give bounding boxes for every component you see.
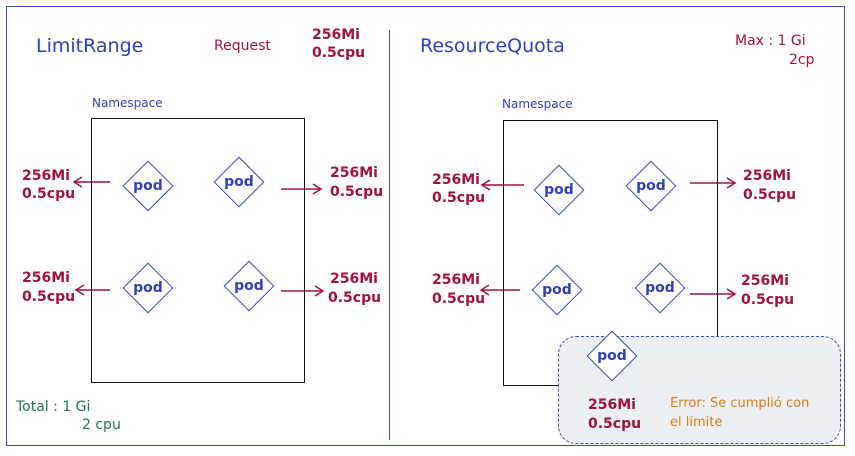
res-left-2-cpu: 0.5cpu: [330, 184, 384, 200]
pod-right-4: pod: [630, 258, 690, 318]
namespace-label-left: Namespace: [92, 96, 163, 110]
res-right-3-mem: 256Mi: [432, 272, 480, 288]
pod-left-3: pod: [118, 258, 178, 318]
rejected-pod: pod: [582, 326, 642, 386]
res-left-3-mem: 256Mi: [22, 270, 70, 286]
res-right-2-cpu: 0.5cpu: [743, 187, 797, 203]
rejected-pod-cpu: 0.5cpu: [588, 416, 642, 432]
section-divider: [389, 30, 390, 440]
request-mem: 256Mi: [312, 27, 360, 43]
res-left-3-cpu: 0.5cpu: [22, 289, 76, 305]
pod-right-2: pod: [621, 156, 681, 216]
rejected-pod-mem: 256Mi: [588, 397, 636, 413]
resourcequota-title: ResourceQuota: [420, 35, 565, 57]
res-right-3-cpu: 0.5cpu: [432, 291, 486, 307]
res-right-2-mem: 256Mi: [743, 168, 791, 184]
pod-left-1: pod: [118, 156, 178, 216]
pod-right-1: pod: [529, 160, 589, 220]
res-right-1-cpu: 0.5cpu: [432, 190, 486, 206]
total-memory: Total : 1 Gi: [16, 399, 91, 415]
request-label: Request: [214, 38, 271, 54]
max-cpu: 2cp: [789, 52, 815, 68]
request-cpu: 0.5cpu: [312, 45, 366, 61]
res-left-4-mem: 256Mi: [330, 271, 378, 287]
pod-left-2: pod: [209, 152, 269, 212]
res-left-1-cpu: 0.5cpu: [22, 186, 76, 202]
res-right-4-mem: 256Mi: [741, 273, 789, 289]
limitrange-title: LimitRange: [36, 35, 144, 57]
res-right-1-mem: 256Mi: [432, 172, 480, 188]
total-cpu: 2 cpu: [82, 417, 121, 433]
diagram-frame: [6, 6, 845, 446]
res-left-4-cpu: 0.5cpu: [328, 290, 382, 306]
res-right-4-cpu: 0.5cpu: [741, 292, 795, 308]
pod-left-4: pod: [219, 256, 279, 316]
res-left-2-mem: 256Mi: [330, 165, 378, 181]
max-memory: Max : 1 Gi: [735, 33, 806, 49]
namespace-label-right: Namespace: [502, 97, 573, 111]
namespace-box-left: [91, 118, 305, 383]
pod-right-3: pod: [527, 260, 587, 320]
error-message-line1: Error: Se cumplió con: [670, 396, 810, 411]
res-left-1-mem: 256Mi: [22, 168, 70, 184]
error-message-line2: el limite: [670, 415, 723, 430]
